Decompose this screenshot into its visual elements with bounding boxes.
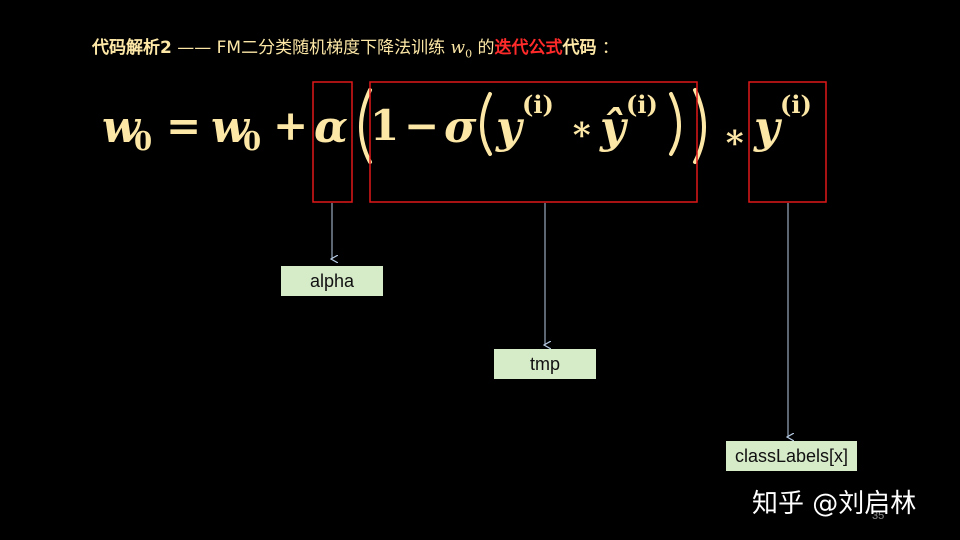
title-dash: ——: [171, 38, 217, 58]
outer-left-paren: [359, 88, 372, 164]
formula-brackets: [359, 88, 706, 164]
formula-yhat: ŷ: [599, 102, 629, 153]
formula-sup-i3: (i): [780, 90, 812, 119]
formula-rhs-w: w: [211, 102, 251, 153]
outer-right-paren: [693, 88, 706, 164]
formula-alpha: α: [314, 102, 348, 153]
formula-minus: −: [404, 101, 439, 150]
page-number: 35: [872, 510, 885, 522]
class-label-box: [748, 81, 827, 203]
title-part3: 的: [472, 38, 495, 58]
inner-right-paren: [669, 92, 681, 156]
alpha-box: [312, 81, 353, 203]
formula-plus: +: [273, 101, 308, 150]
slide-title: 代码解析2 —— FM二分类随机梯度下降法训练 w0 的迭代公式代码 ：: [92, 34, 619, 62]
title-part5: ：: [596, 38, 619, 58]
tmp-box: [369, 81, 698, 203]
class-labels-label: classLabels[x]: [726, 441, 857, 471]
formula-equals: =: [166, 101, 201, 150]
formula-one: 1: [370, 101, 399, 150]
arrows: [332, 203, 788, 437]
formula-lhs-sub: 0: [134, 127, 152, 157]
formula-rhs-sub: 0: [243, 127, 261, 157]
title-math-var: w0: [450, 38, 473, 61]
title-highlight: 迭代公式: [494, 38, 563, 58]
highlight-boxes: [312, 81, 827, 203]
formula-sup-i: (i): [522, 90, 554, 119]
inner-left-paren: [480, 92, 492, 156]
title-part4: 代码: [562, 38, 597, 58]
formula-lhs-w: w: [102, 102, 142, 153]
formula-times2: ∗: [723, 117, 747, 157]
formula-sup-i2: (i): [626, 90, 658, 119]
formula-y: y: [495, 102, 525, 153]
watermark: 知乎 @刘启林: [752, 489, 917, 519]
formula-y2: y: [753, 102, 783, 153]
formula-times: ∗: [570, 109, 594, 149]
tmp-label: tmp: [494, 349, 596, 379]
formula-sigma: σ: [444, 102, 477, 153]
alpha-label: alpha: [281, 266, 383, 296]
title-part2: FM二分类随机梯度下降法训练: [216, 38, 451, 58]
formula: w 0 = w 0 + α 1 − σ y (i) ∗ ŷ (i) ∗ y (i…: [102, 90, 812, 157]
title-part1: 代码解析2: [92, 38, 172, 58]
